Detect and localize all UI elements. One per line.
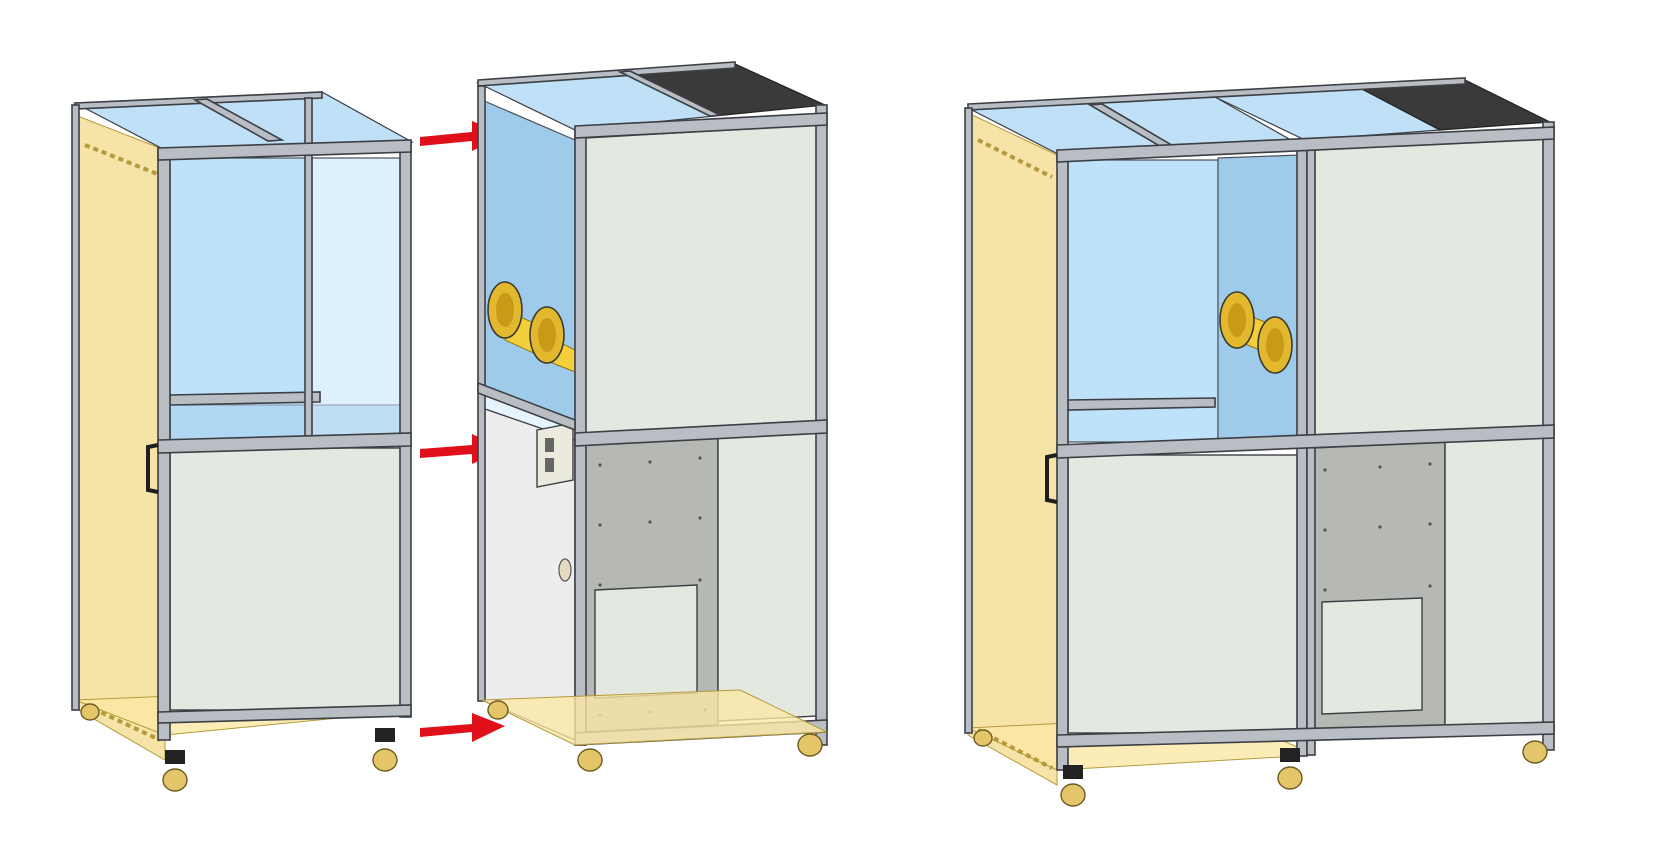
arrow-bottom (420, 713, 505, 742)
combined-access-window (1321, 597, 1423, 715)
combined-wheel (1277, 766, 1303, 790)
middle-cabinet-rail-top (574, 112, 828, 139)
electrical-box (536, 422, 574, 488)
middle-cabinet-lower-right-panel (717, 432, 819, 722)
left-cabinet-rail-bottom (157, 704, 412, 724)
middle-cabinet-wheel (577, 748, 603, 772)
left-cabinet (71, 91, 415, 792)
combined-post-center-b (1306, 142, 1316, 756)
combined-door-handle (1045, 453, 1058, 504)
glove-ports (487, 281, 576, 373)
combined-hatch-bolts (1323, 462, 1432, 592)
left-cabinet-wheel-front-left (162, 768, 188, 792)
combined-yellow-side (967, 112, 1058, 786)
left-cabinet-yellow-side (74, 114, 166, 761)
left-cabinet-wheel-front-right (372, 748, 398, 772)
left-cabinet-top-crossbar (192, 98, 285, 142)
left-cabinet-rail-middle (157, 432, 412, 454)
combined-upper-panel-right (1311, 131, 1546, 441)
combined-post-rear (964, 107, 973, 734)
left-cabinet-upper-glass-right (309, 157, 407, 441)
combined-upper-glass-left (1067, 159, 1219, 443)
left-cabinet-rail-top (157, 139, 412, 161)
combined-lower-right-panel (1444, 436, 1546, 736)
combined-glove-ports (1219, 291, 1293, 374)
middle-cabinet-upper-panel (584, 124, 819, 438)
middle-cabinet-access-window (594, 584, 698, 699)
left-cabinet-door-handle (146, 443, 159, 494)
combined-post-center-a (1296, 145, 1308, 757)
middle-cabinet-wheel (487, 700, 509, 720)
combined-post-left (1056, 154, 1069, 771)
combined-wheel (1522, 740, 1548, 764)
middle-cabinet-wheel (797, 733, 823, 757)
left-cabinet-post-right (399, 141, 412, 718)
combined-lower-panel-left (1067, 454, 1301, 734)
left-cabinet-post-rear (71, 104, 80, 711)
combined-rail-middle (1056, 424, 1555, 459)
left-cabinet-inner-shelf (169, 391, 321, 406)
combined-cabinet (964, 77, 1555, 807)
middle-cabinet-yellow-base (481, 689, 828, 746)
middle-cabinet-rail-middle (574, 419, 828, 447)
middle-cabinet-side-glass (481, 99, 576, 421)
left-cabinet-lower-panel (169, 447, 403, 711)
combined-wheel (1060, 783, 1086, 807)
combined-rail-bottom (1056, 721, 1555, 748)
combined-rail-top (1056, 126, 1555, 163)
middle-cabinet (475, 61, 828, 772)
